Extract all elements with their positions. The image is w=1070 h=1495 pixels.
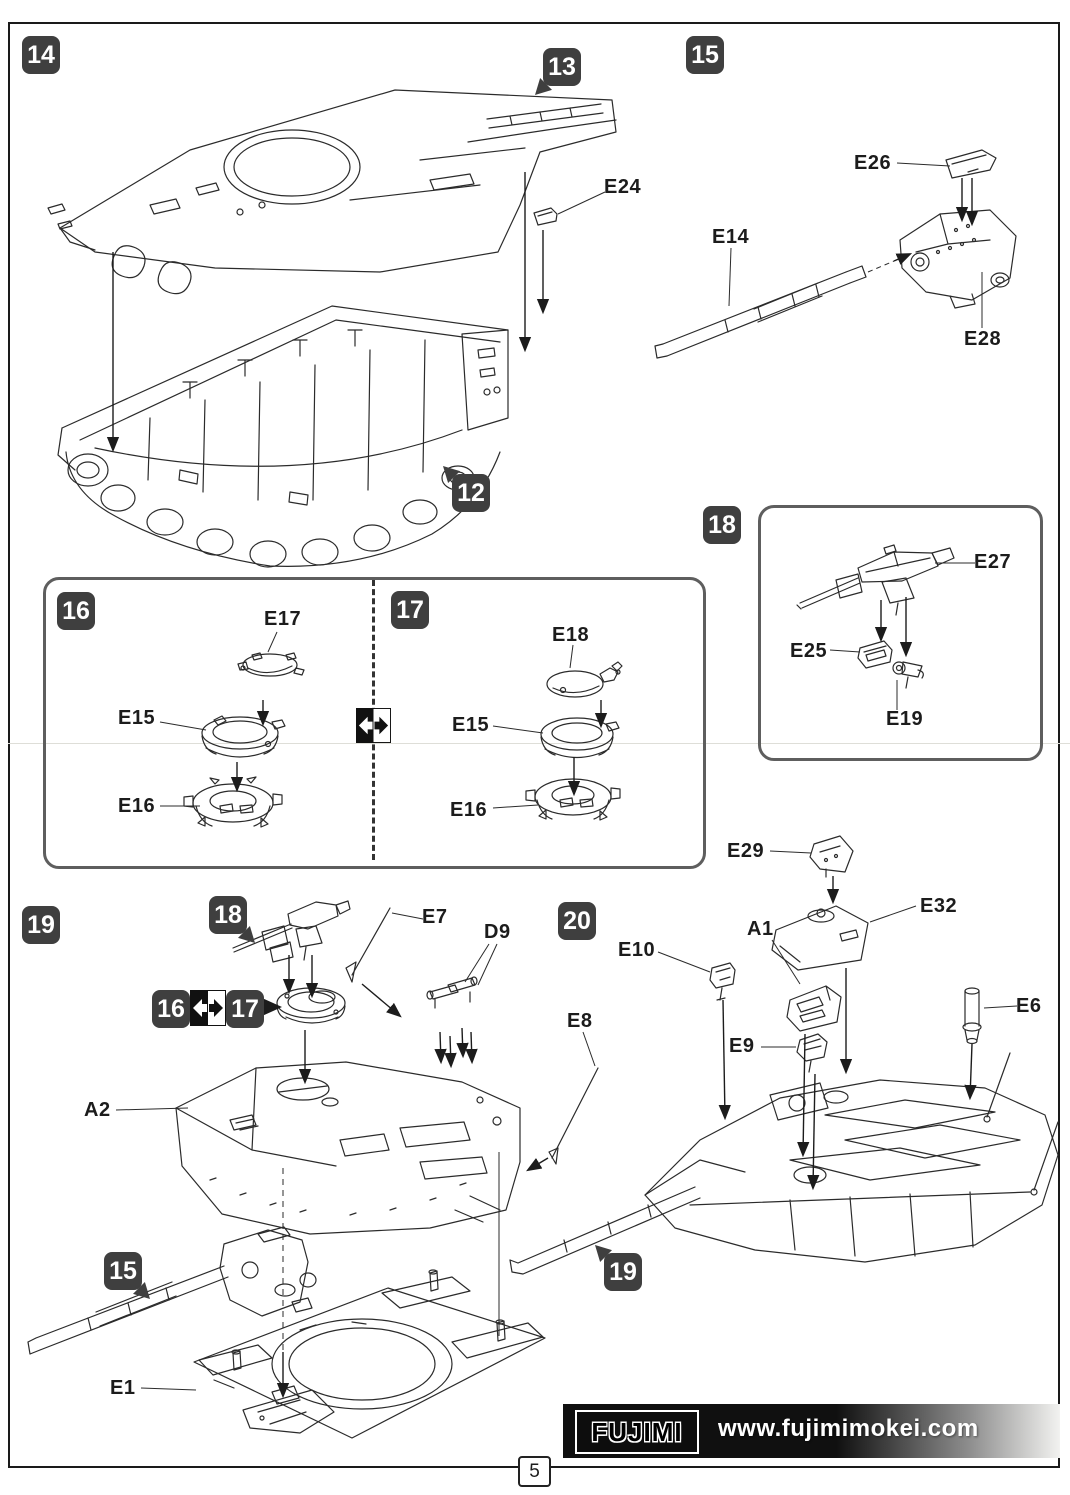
e9-part-drawing [797, 1034, 827, 1072]
part-label-e14: E14 [712, 226, 750, 248]
page-number: 5 [518, 1456, 551, 1487]
callout-12-number: 12 [457, 478, 485, 507]
part-label-e1: E1 [110, 1377, 136, 1399]
e32-part-drawing [772, 906, 868, 970]
callout-subassembly-16: 16 [152, 990, 190, 1028]
step19-arrows [116, 913, 595, 1399]
website-url: www.fujimimokei.com [718, 1415, 979, 1442]
step19-hatch-ring-drawing [277, 988, 345, 1023]
part-label-a2: A2 [84, 1099, 111, 1121]
part-label-e6: E6 [1016, 995, 1042, 1017]
e25-part-drawing [858, 641, 892, 668]
step-15-badge: 15 [686, 36, 724, 74]
callout-subassembly-19: 19 [595, 1245, 642, 1291]
callout-subassembly-15: 15 [104, 1252, 150, 1299]
step-18-box [758, 505, 1043, 761]
part-label-e16-s17: E16 [450, 799, 488, 821]
step20-turret-drawing [510, 1053, 1058, 1274]
part-label-e15-s17: E15 [452, 714, 490, 736]
scan-fold-line [8, 743, 1070, 744]
part-label-e19: E19 [886, 708, 924, 730]
e1-plate-drawing [194, 1270, 545, 1438]
step14-arrows [106, 172, 605, 453]
part-label-e26: E26 [854, 152, 892, 174]
fujimi-logo: FUJIMI [575, 1410, 699, 1454]
callout-19-number: 19 [609, 1257, 637, 1286]
part-label-e7: E7 [422, 906, 448, 928]
part-label-e25: E25 [790, 640, 828, 662]
footer-brand-bar: FUJIMI www.fujimimokei.com [563, 1404, 1060, 1458]
mirror-symmetry-icon [356, 708, 391, 743]
callout-subassembly-18: 18 [209, 896, 255, 943]
callout-subassembly-12: 12 [443, 466, 490, 512]
step-14-badge: 14 [22, 36, 60, 74]
step15-arrows [729, 163, 982, 328]
step16-arrows [160, 632, 277, 806]
part-label-d9: D9 [484, 921, 511, 943]
lower-hull-drawing [58, 306, 508, 567]
upper-hull-drawing [48, 90, 616, 294]
gun-barrel-drawing [655, 210, 1016, 358]
callout-13-number: 13 [548, 52, 576, 81]
step18-arrows [830, 563, 975, 710]
part-label-e32: E32 [920, 895, 958, 917]
step17-arrows [493, 645, 608, 808]
step17-parts-drawing [526, 662, 622, 820]
step19-gun-drawing [28, 1227, 316, 1354]
part-label-e8: E8 [567, 1010, 593, 1032]
callout-subassembly-13: 13 [535, 48, 581, 95]
part-label-a1: A1 [747, 918, 774, 940]
callout-subassembly-17: 17 [226, 990, 264, 1028]
part-label-e17: E17 [264, 608, 302, 630]
step-18-badge: 18 [703, 506, 741, 544]
step20-arrows [658, 851, 1017, 1191]
e6-part-drawing [963, 988, 981, 1044]
e24-part-drawing [534, 208, 557, 225]
steps-16-17-box [43, 577, 706, 869]
part-label-e24: E24 [604, 176, 642, 198]
step-19-badge: 19 [22, 906, 60, 944]
callout-17-pointer [262, 998, 282, 1016]
part-label-e27: E27 [974, 551, 1012, 573]
callout-18-number: 18 [214, 900, 242, 929]
step-20-badge: 20 [558, 902, 596, 940]
part-label-e18: E18 [552, 624, 590, 646]
part-label-e28: E28 [964, 328, 1002, 350]
step-17-badge: 17 [391, 591, 429, 629]
d9-parts-drawing [427, 977, 477, 1008]
part-label-e16-s16: E16 [118, 795, 156, 817]
e10-part-drawing [710, 963, 735, 1000]
a1-part-drawing [787, 986, 841, 1031]
e19-part-drawing [893, 662, 923, 688]
e26-part-drawing [946, 150, 996, 178]
part-label-e10: E10 [618, 939, 656, 961]
callout-15-number: 15 [109, 1256, 137, 1285]
step-16-badge: 16 [57, 592, 95, 630]
fujimi-logo-text: FUJIMI [591, 1416, 683, 1447]
mirror-symmetry-icon-2 [190, 990, 226, 1026]
e29-part-drawing [810, 836, 853, 877]
step19-mg-drawing [233, 901, 350, 962]
a2-turret-drawing [176, 1062, 520, 1234]
e8-antenna-drawing [549, 1068, 598, 1164]
e7-antenna-drawing [346, 908, 390, 982]
part-label-e9: E9 [729, 1035, 755, 1057]
e27-machine-gun-drawing [797, 545, 954, 615]
step16-parts-drawing [184, 653, 304, 827]
part-label-e15-s16: E15 [118, 707, 156, 729]
part-label-e29: E29 [727, 840, 765, 862]
